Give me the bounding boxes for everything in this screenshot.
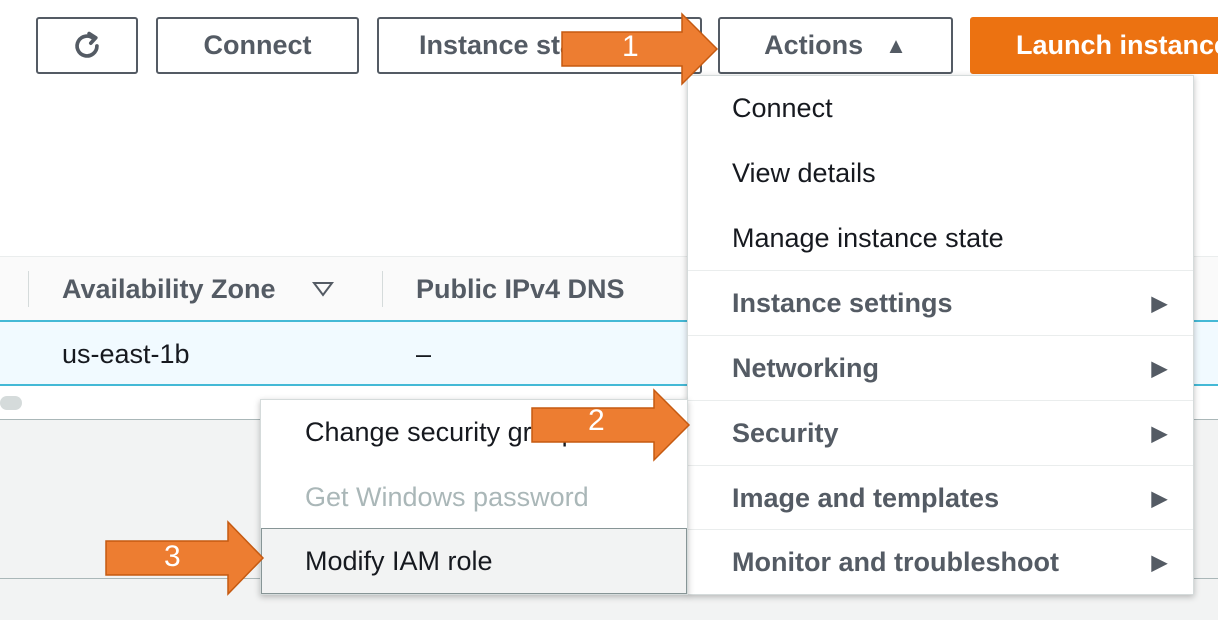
actions-button[interactable]: Actions ▲ — [718, 17, 953, 74]
column-header-label: Public IPv4 DNS — [416, 273, 625, 304]
cell-availability-zone: us-east-1b — [62, 338, 190, 369]
column-separator — [28, 271, 29, 307]
menu-item-label: Get Windows password — [305, 482, 589, 512]
menu-item-label: Manage instance state — [732, 223, 1004, 253]
caret-up-icon: ▲ — [885, 32, 907, 58]
menu-item-label: View details — [732, 158, 876, 188]
connect-button-label: Connect — [203, 30, 312, 60]
actions-menu: Connect View details Manage instance sta… — [687, 75, 1194, 595]
callout-arrow-icon — [531, 388, 691, 462]
callout-arrow-icon — [561, 12, 719, 86]
menu-group-instance-settings[interactable]: Instance settings ▶ — [688, 270, 1193, 335]
menu-item-view-details[interactable]: View details — [688, 141, 1193, 206]
refresh-icon — [75, 31, 99, 58]
column-separator — [382, 271, 383, 307]
callout-number: 2 — [588, 404, 605, 437]
refresh-button[interactable] — [36, 17, 138, 74]
menu-group-image-and-templates[interactable]: Image and templates ▶ — [688, 465, 1193, 530]
menu-group-label: Monitor and troubleshoot — [732, 546, 1059, 577]
chevron-right-icon: ▶ — [1151, 422, 1167, 445]
menu-item-label: Modify IAM role — [305, 545, 493, 576]
menu-item-connect[interactable]: Connect — [688, 76, 1193, 141]
menu-item-modify-iam-role[interactable]: Modify IAM role — [261, 528, 687, 594]
column-header-public-dns[interactable]: Public IPv4 DNS — [416, 257, 625, 321]
actions-label: Actions — [764, 30, 864, 60]
menu-item-manage-instance-state[interactable]: Manage instance state — [688, 206, 1193, 271]
menu-group-label: Instance settings — [732, 287, 953, 318]
cell-public-dns: – — [416, 338, 432, 369]
callout-number: 1 — [622, 30, 639, 63]
sort-down-icon[interactable] — [311, 281, 334, 297]
chevron-right-icon: ▶ — [1151, 292, 1167, 315]
menu-group-label: Networking — [732, 352, 880, 383]
horizontal-scrollbar[interactable] — [0, 396, 22, 410]
menu-group-label: Security — [732, 417, 839, 448]
menu-group-security[interactable]: Security ▶ — [688, 400, 1193, 465]
menu-group-networking[interactable]: Networking ▶ — [688, 335, 1193, 400]
menu-item-label: Connect — [732, 93, 833, 123]
callout-arrow-icon — [105, 520, 265, 596]
menu-group-monitor-and-troubleshoot[interactable]: Monitor and troubleshoot ▶ — [688, 529, 1193, 594]
chevron-right-icon: ▶ — [1151, 551, 1167, 574]
menu-item-get-windows-password[interactable]: Get Windows password — [261, 465, 687, 530]
column-header-label: Availability Zone — [62, 273, 276, 304]
chevron-right-icon: ▶ — [1151, 487, 1167, 510]
callout-number: 3 — [164, 540, 181, 573]
menu-group-label: Image and templates — [732, 482, 1000, 513]
column-header-availability-zone[interactable]: Availability Zone — [62, 257, 334, 321]
chevron-right-icon: ▶ — [1151, 357, 1167, 380]
connect-button[interactable]: Connect — [156, 17, 359, 74]
